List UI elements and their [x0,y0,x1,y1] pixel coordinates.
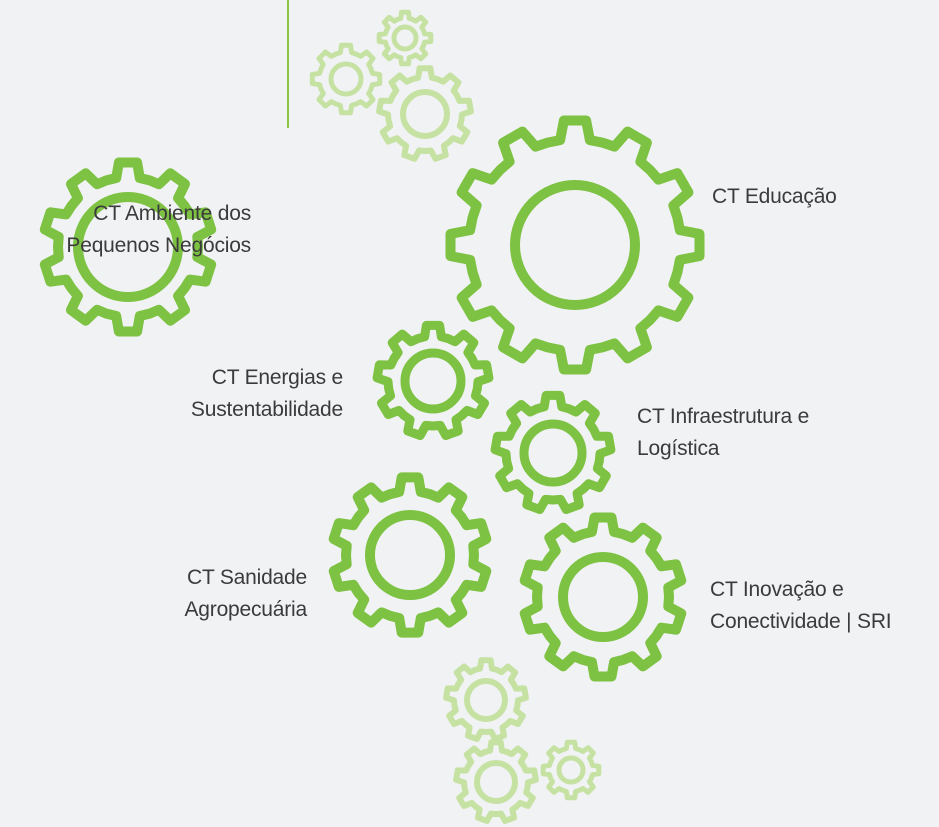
gear-outline [376,65,474,162]
gear-hub-circle [519,419,587,487]
gear-outline [376,9,434,67]
divider-line [287,0,289,128]
gear-outline [39,157,217,337]
gear-icon-deco-top-large [376,65,474,162]
label-ct-ambiente-line1: CT Ambiente dos [93,202,251,225]
gear-hub-circle [391,24,419,52]
gear-icon-deco-top-mid [309,42,383,116]
label-ct-educacao-line1: CT Educação [712,185,837,208]
label-ct-infraestrutura: CT Infraestrutura e Logística [637,401,809,465]
label-ct-inovacao: CT Inovação e Conectividade | SRI [710,574,892,638]
label-ct-infraestrutura-line1: CT Infraestrutura e [637,405,810,428]
gear-hub-circle [328,61,364,97]
gear-outline [372,320,494,440]
gear-hub-circle [510,180,640,310]
gear-outline [540,739,602,801]
label-ct-sanidade: CT Sanidade Agropecuária [184,562,307,626]
gear-hub-circle [400,89,450,139]
label-ct-ambiente-line2: Pequenos Negócios [66,234,251,257]
label-ct-infraestrutura-line2: Logística [637,437,720,460]
gear-icon-infraestrutura [490,390,616,514]
label-ct-energias-line1: CT Energias e [211,366,343,389]
gear-outline [490,390,616,514]
label-ct-sanidade-line2: Agropecuária [184,598,307,621]
gear-outline [453,739,539,824]
label-ct-inovacao-line1: CT Inovação e [710,578,844,601]
gear-icon-deco-bottom-upper [443,657,529,742]
gear-outline [443,657,529,742]
label-ct-ambiente: CT Ambiente dos Pequenos Negócios [66,198,251,262]
gear-hub-circle [365,510,455,600]
gear-icon-sanidade [328,472,492,638]
gear-icon-inovacao [519,512,687,682]
gear-icon-deco-bottom-lower [453,739,539,824]
gear-icon-educacao [445,115,705,375]
label-ct-educacao: CT Educação [712,181,837,213]
gear-outline [445,115,705,375]
label-ct-energias-line2: Sustentabilidade [190,398,343,421]
gear-hub-circle [73,192,183,302]
gear-hub-circle [558,552,648,642]
gear-hub-circle [556,755,586,785]
gear-hub-circle [474,760,518,804]
label-ct-sanidade-line1: CT Sanidade [187,566,307,589]
label-ct-energias: CT Energias e Sustentabilidade [191,362,343,426]
gear-icon-deco-top-small [376,9,434,67]
label-ct-inovacao-line2: Conectividade | SRI [710,610,892,633]
gear-icon-energias [372,320,494,440]
gear-hub-circle [400,348,466,414]
gear-icon-ambiente [39,157,217,337]
gear-hub-circle [464,678,508,722]
gear-outline [309,42,383,116]
gear-outline [328,472,492,638]
gear-outline [519,512,687,682]
gear-icon-deco-bottom-small [540,739,602,801]
